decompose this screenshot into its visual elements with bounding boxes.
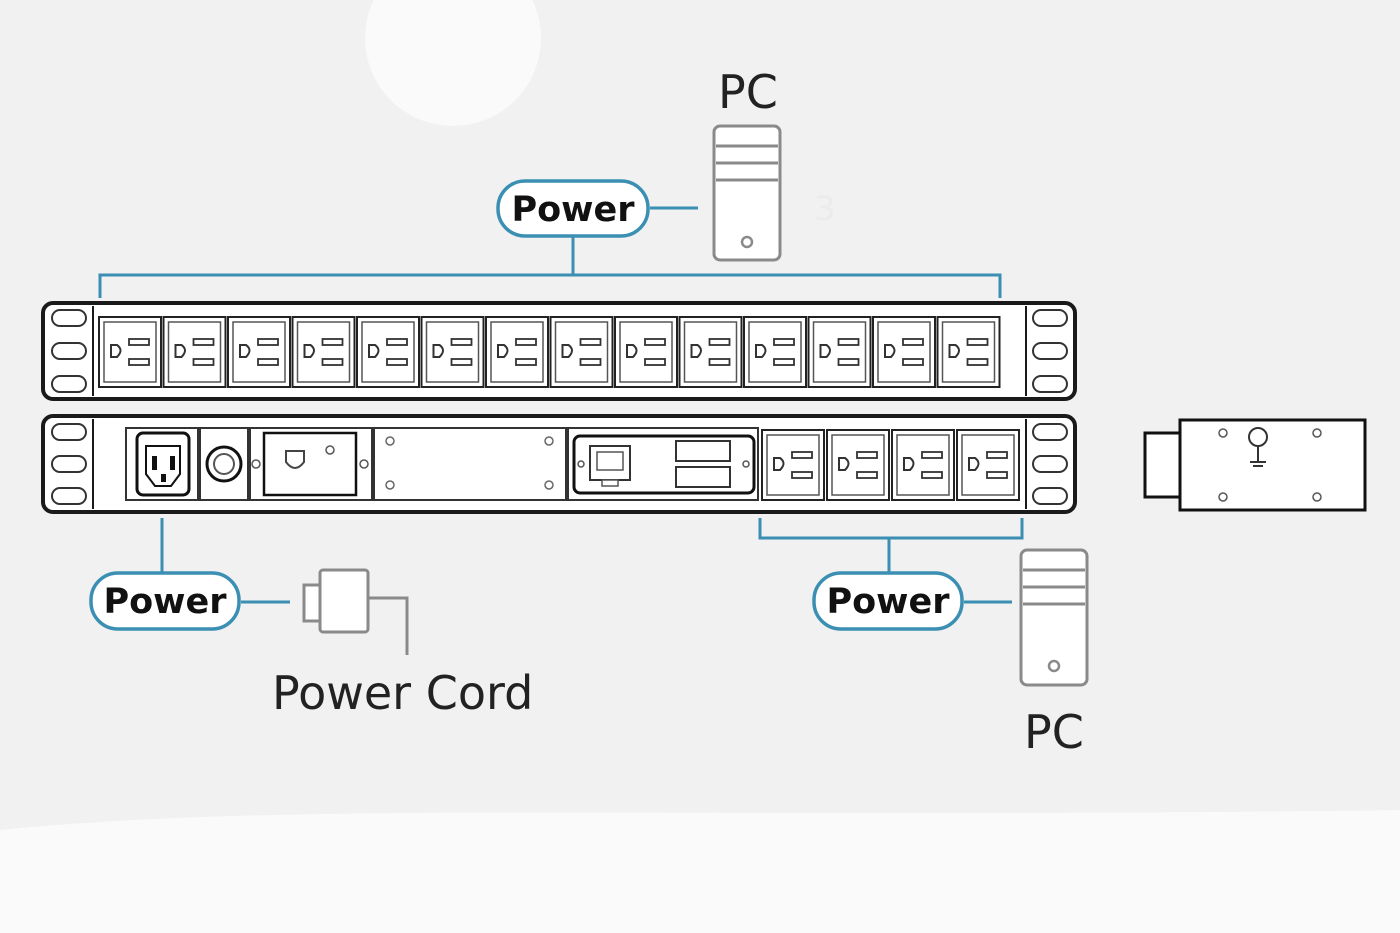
bottom-outlet — [891, 429, 955, 501]
power-inlet-icon — [125, 427, 199, 501]
bottom-left-power-label: Power — [103, 582, 227, 622]
pdu-side-view — [1143, 418, 1367, 512]
top-pc-label: PC — [718, 65, 778, 119]
top-outlet — [807, 316, 872, 388]
top-pc-icon — [712, 124, 782, 262]
network-module-icon — [567, 427, 759, 501]
bottom-outlet — [761, 429, 825, 501]
faint-number: 3 — [814, 189, 836, 229]
top-outlet-row — [98, 316, 1001, 388]
top-pdu-right-ear — [1025, 306, 1068, 396]
top-outlet — [936, 316, 1001, 388]
bottom-outlet-row — [761, 429, 1020, 501]
background-wave — [0, 810, 1400, 933]
top-outlet — [98, 316, 162, 388]
top-power-pill: Power — [496, 179, 698, 238]
top-outlet — [549, 316, 614, 388]
bottom-pc-label: PC — [1024, 705, 1084, 759]
bottom-pc-icon — [1019, 548, 1089, 687]
blank-panel — [373, 427, 567, 501]
top-outlet — [162, 316, 227, 388]
top-pdu — [41, 301, 1077, 401]
top-outlet — [678, 316, 743, 388]
power-cord-label: Power Cord — [272, 666, 533, 720]
ground-icon — [1248, 427, 1268, 467]
background-blob — [365, 0, 541, 126]
bottom-right-power-label: Power — [826, 582, 950, 622]
power-cord-icon — [302, 568, 409, 655]
top-outlet — [420, 316, 485, 388]
bottom-pdu — [41, 414, 1077, 514]
top-outlet — [872, 316, 936, 388]
bottom-outlet — [956, 429, 1020, 501]
bottom-pdu-right-ear — [1025, 419, 1068, 509]
bottom-left-power-pill: Power — [89, 518, 290, 631]
top-outlet — [356, 316, 420, 388]
protection-module-icon — [249, 427, 373, 501]
top-outlet-bracket — [98, 237, 1002, 298]
top-outlet — [291, 316, 356, 388]
bottom-outlet — [826, 429, 890, 501]
top-power-label: Power — [511, 190, 635, 230]
circuit-breaker-icon — [199, 427, 249, 501]
top-outlet — [614, 316, 678, 388]
top-outlet — [485, 316, 549, 388]
top-outlet — [227, 316, 291, 388]
bottom-outlet-bracket — [758, 518, 1024, 573]
bottom-pdu-left-ear — [51, 419, 94, 509]
bottom-right-power-pill: Power — [812, 571, 1012, 631]
top-outlet — [743, 316, 807, 388]
top-pdu-left-ear — [51, 306, 94, 396]
